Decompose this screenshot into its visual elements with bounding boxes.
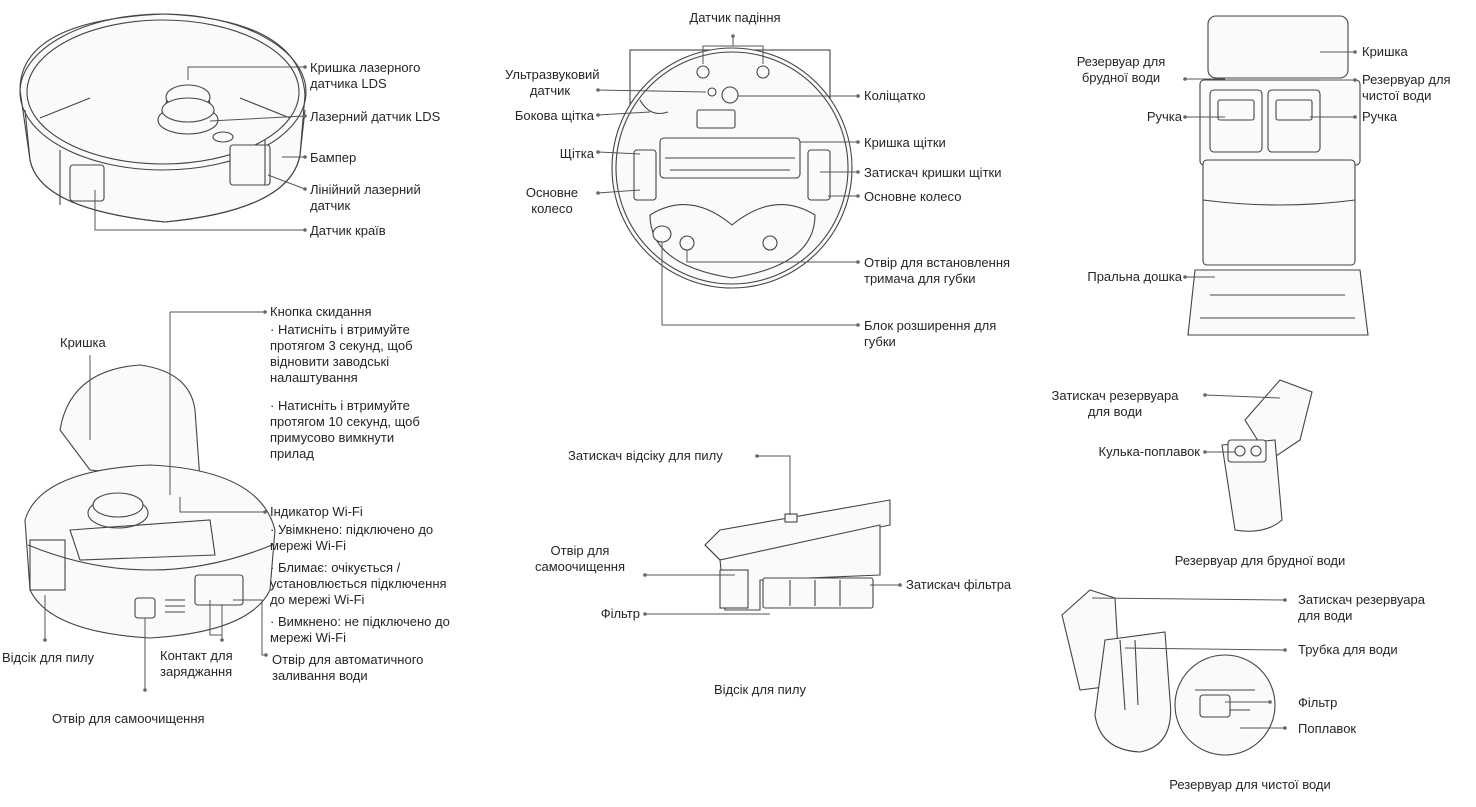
charging-contact-label: Контакт для заряджання	[160, 648, 233, 679]
wifi-off-note: · Вимкнено: не підключено до мережі Wi-F…	[270, 614, 450, 645]
dust-bin-clip-label: Затискач відсіку для пилу	[568, 448, 723, 463]
dirty-tank-leaders	[1203, 393, 1281, 454]
float-label: Поплавок	[1298, 721, 1357, 736]
auto-refill-label: Отвір для автоматичного заливання води	[272, 652, 424, 683]
robot-top-leaders	[94, 65, 307, 232]
mop-extension-label: Блок розширення для губки	[864, 318, 997, 349]
station-illustration	[1187, 15, 1369, 336]
wifi-blink-note: · Блимає: очікується / установлюється пі…	[270, 560, 447, 607]
reset-button-label: Кнопка скидання	[270, 304, 372, 319]
dirty-tank-caption: Резервуар для брудної води	[1174, 553, 1346, 568]
cliff-sensor-label: Датчик падіння	[689, 10, 781, 25]
robot-self-clean-hole-label: Отвір для самоочищення	[52, 711, 205, 726]
dust-bin-slot-label: Відсік для пилу	[2, 650, 95, 665]
washboard-label: Пральна дошка	[1087, 269, 1182, 284]
robot-bottom-leaders	[596, 34, 860, 327]
station-lid-label: Кришка	[1362, 44, 1408, 59]
filter-clip-label: Затискач фільтра	[906, 577, 1012, 592]
station-handle-left-label: Ручка	[1146, 109, 1182, 124]
lds-sensor-label: Лазерний датчик LDS	[310, 109, 441, 124]
main-wheel-right-label: Основне колесо	[864, 189, 962, 204]
float-ball-label: Кулька-поплавок	[1098, 444, 1200, 459]
edge-sensor-label: Датчик країв	[310, 223, 386, 238]
dirty-tank-illustration	[1221, 379, 1313, 532]
clean-tank-illustration	[1061, 589, 1276, 756]
water-tube-label: Трубка для води	[1298, 642, 1398, 657]
reset-note-2: · Натисніть і втримуйте протягом 10 секу…	[270, 398, 420, 461]
bumper-label: Бампер	[310, 150, 357, 165]
wifi-on-note: · Увімкнено: підключено до мережі Wi-Fi	[270, 522, 434, 553]
dust-bin-self-clean-label: Отвір для самоочищення	[534, 543, 626, 574]
caster-label: Коліщатко	[864, 88, 926, 103]
station-handle-right-label: Ручка	[1362, 109, 1398, 124]
station-dirty-tank-label: Резервуар для брудної води	[1076, 54, 1166, 85]
mop-holder-hole-label: Отвір для встановлення тримача для губки	[864, 255, 1011, 286]
ultrasonic-sensor-label: Ультразвуковий датчик	[505, 67, 600, 98]
dust-bin-filter-label: Фільтр	[600, 606, 640, 621]
brush-label: Щітка	[559, 146, 594, 161]
dust-bin-caption: Відсік для пилу	[713, 682, 807, 697]
laser-cover-label: Кришка лазерного датчика LDS	[310, 60, 421, 91]
brush-cover-label: Кришка щітки	[864, 135, 946, 150]
dust-bin-illustration	[704, 499, 891, 611]
clean-tank-leaders	[1091, 597, 1287, 730]
side-brush-label: Бокова щітка	[514, 108, 594, 123]
clean-tank-clip-label: Затискач резервуара для води	[1298, 592, 1425, 623]
line-laser-label: Лінійний лазерний датчик	[310, 182, 421, 213]
dirty-tank-clip-label: Затискач резервуара для води	[1051, 388, 1179, 419]
main-wheel-left-label: Основне колесо	[525, 185, 579, 216]
reset-note-1: · Натисніть і втримуйте протягом 3 секун…	[270, 322, 413, 385]
robot-top-illustration	[19, 13, 307, 223]
brush-cover-clip-label: Затискач кришки щітки	[864, 165, 1002, 180]
clean-tank-caption: Резервуар для чистої води	[1169, 777, 1331, 792]
clean-tank-filter-label: Фільтр	[1298, 695, 1338, 710]
dust-bin-leaders	[643, 454, 902, 616]
station-leaders	[1183, 50, 1357, 279]
robot-bottom-illustration	[611, 47, 853, 289]
robot-open-illustration	[24, 364, 276, 639]
wifi-indicator-label: Індикатор Wi-Fi	[270, 504, 363, 519]
robot-open-leaders	[43, 310, 268, 692]
cover-label: Кришка	[60, 335, 106, 350]
station-clean-tank-label: Резервуар для чистої води	[1362, 72, 1451, 103]
